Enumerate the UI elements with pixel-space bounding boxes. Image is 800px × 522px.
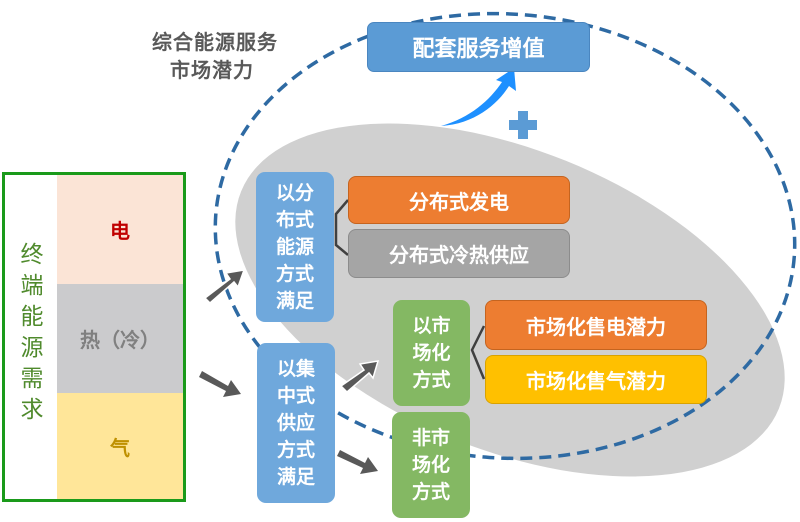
market-line: 方式 <box>412 368 451 391</box>
growth-arrow-icon <box>441 68 516 126</box>
demand-char: 终 <box>20 242 44 268</box>
non-market-box: 非市 场化 方式 <box>392 412 470 518</box>
market-line: 以市 <box>412 314 451 337</box>
integrated-service-dashed-ellipse <box>213 11 797 461</box>
market-gas-sales-box: 市场化售气潜力 <box>485 355 707 404</box>
arrow-to-non-market-icon <box>337 450 378 474</box>
distributed-line: 以分 <box>275 181 314 204</box>
value-added-services-label: 配套服务增值 <box>412 37 545 62</box>
centralized-line: 中式 <box>276 384 315 407</box>
title-line-1: 综合能源服务 <box>152 30 278 54</box>
market-line: 场化 <box>412 341 451 364</box>
demand-char: 源 <box>20 335 44 361</box>
demand-char: 端 <box>20 273 44 299</box>
plus-icon <box>509 111 537 139</box>
distributed-line: 能源 <box>275 235 314 258</box>
arrow-to-distributed-icon <box>203 269 246 305</box>
gas-label: 气 <box>110 435 130 460</box>
value-added-services-box: 配套服务增值 <box>367 22 590 72</box>
centralized-line: 方式 <box>276 438 315 461</box>
demand-char: 能 <box>20 304 44 330</box>
demand-segment-electricity: 电 <box>57 175 183 284</box>
centralized-line: 供应 <box>276 411 315 434</box>
market-electricity-sales-box: 市场化售电潜力 <box>485 300 707 350</box>
diagram-title: 综合能源服务 市场潜力 <box>108 28 278 84</box>
distributed-line: 满足 <box>275 289 314 312</box>
non-market-line: 场化 <box>411 453 450 476</box>
centralized-supply-box: 以集 中式 供应 方式 满足 <box>257 343 335 503</box>
distributed-generation-label: 分布式发电 <box>409 189 509 214</box>
distributed-heating-cooling-label: 分布式冷热供应 <box>389 243 529 267</box>
demand-segment-gas: 气 <box>57 393 183 499</box>
market-gas-sales-label: 市场化售气潜力 <box>526 369 666 393</box>
demand-char: 需 <box>20 366 44 392</box>
title-line-2: 市场潜力 <box>170 58 254 82</box>
non-market-line: 方式 <box>411 480 450 503</box>
electricity-label: 电 <box>110 219 130 243</box>
market-based-box: 以市 场化 方式 <box>393 300 470 406</box>
heat-cooling-label: 热（冷） <box>80 328 160 352</box>
distributed-line: 方式 <box>275 262 314 285</box>
arrow-to-centralized-icon <box>199 371 241 397</box>
demand-char: 求 <box>20 397 44 423</box>
distributed-heating-cooling-box: 分布式冷热供应 <box>348 229 570 278</box>
distributed-line: 布式 <box>275 208 314 231</box>
centralized-line: 满足 <box>276 465 315 488</box>
end-energy-demand-label: 终 端 能 源 需 求 <box>12 240 52 426</box>
arrow-to-market-icon <box>339 360 380 394</box>
demand-segment-heat-cooling: 热（冷） <box>57 284 183 393</box>
distributed-bracket-connector <box>334 199 349 256</box>
non-market-line: 非市 <box>411 426 450 449</box>
distributed-supply-box: 以分 布式 能源 方式 满足 <box>256 172 334 322</box>
centralized-line: 以集 <box>276 357 315 380</box>
market-bracket-connector <box>470 325 486 380</box>
market-electricity-sales-label: 市场化售电潜力 <box>526 314 666 339</box>
distributed-generation-box: 分布式发电 <box>348 176 570 224</box>
